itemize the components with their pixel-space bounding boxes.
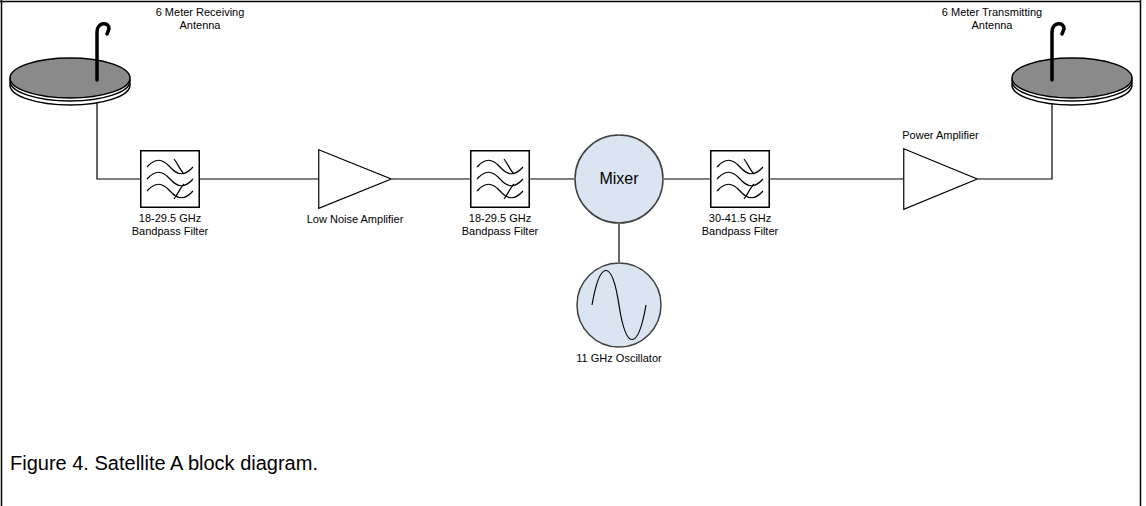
filter-symbol xyxy=(470,150,530,208)
dish-surface xyxy=(1012,58,1132,98)
sine-wave xyxy=(592,271,646,340)
filter-wave xyxy=(717,184,763,198)
amp-symbol xyxy=(318,149,392,209)
filter-stroke xyxy=(744,159,754,174)
filter-stroke xyxy=(504,159,514,174)
signal-line xyxy=(664,178,710,179)
signal-line xyxy=(530,178,574,179)
dish-symbol xyxy=(1010,18,1135,106)
signal-line xyxy=(392,178,470,179)
filter-stroke xyxy=(174,159,184,174)
figure-caption: Figure 4. Satellite A block diagram. xyxy=(10,452,318,475)
filter-wave xyxy=(477,160,523,174)
filter-symbol xyxy=(710,150,770,208)
filter-box xyxy=(711,151,770,208)
low-noise-amplifier: Low Noise Amplifier xyxy=(318,149,392,209)
filter-wave xyxy=(477,184,523,198)
amp-symbol xyxy=(903,148,978,210)
filter-wave xyxy=(717,160,763,174)
filter-stroke xyxy=(174,184,184,199)
antenna-feed xyxy=(1052,24,1064,80)
node-label: Mixer xyxy=(574,170,664,188)
filter-wave xyxy=(717,172,763,186)
component-label: Low Noise Amplifier xyxy=(285,213,425,226)
transmitting-antenna: 6 Meter Transmitting Antenna xyxy=(1010,18,1135,106)
frame-line xyxy=(1,0,3,506)
signal-line xyxy=(770,178,903,179)
bandpass-filter: 18-29.5 GHz Bandpass Filter xyxy=(140,150,200,208)
amplifier-triangle xyxy=(904,149,978,210)
frame-line xyxy=(1140,0,1142,506)
filter-box xyxy=(141,151,200,208)
mixer-circle: Mixer xyxy=(574,134,664,224)
component-label: 6 Meter Receiving Antenna xyxy=(150,6,250,31)
component-label: 18-29.5 GHz Bandpass Filter xyxy=(454,212,546,237)
signal-line xyxy=(618,224,619,262)
component-label: 18-29.5 GHz Bandpass Filter xyxy=(124,212,216,237)
filter-wave xyxy=(477,172,523,186)
bandpass-filter: 30-41.5 GHz Bandpass Filter xyxy=(710,150,770,208)
filter-wave xyxy=(147,184,193,198)
receiving-antenna: 6 Meter Receiving Antenna xyxy=(8,18,133,106)
filter-symbol xyxy=(140,150,200,208)
oscillator-circle xyxy=(577,263,661,347)
component-label: Power Amplifier xyxy=(876,129,1006,142)
dish-symbol xyxy=(8,18,133,106)
component-label: 11 GHz Oscillator xyxy=(549,352,689,365)
amplifier-triangle xyxy=(319,150,392,209)
filter-stroke xyxy=(504,184,514,199)
dish-surface xyxy=(10,58,130,98)
filter-box xyxy=(471,151,530,208)
oscillator-circle: 11 GHz Oscillator xyxy=(576,262,662,348)
component-label: 30-41.5 GHz Bandpass Filter xyxy=(694,212,786,237)
frame-line xyxy=(0,1,1141,3)
bandpass-filter: 18-29.5 GHz Bandpass Filter xyxy=(470,150,530,208)
antenna-feed xyxy=(97,24,109,80)
signal-line xyxy=(97,100,140,179)
filter-wave xyxy=(147,172,193,186)
power-amplifier: Power Amplifier xyxy=(903,148,978,210)
signal-line xyxy=(200,178,318,179)
osc-symbol xyxy=(576,262,662,348)
component-label: 6 Meter Transmitting Antenna xyxy=(940,6,1044,31)
filter-wave xyxy=(147,160,193,174)
mixer-circle xyxy=(575,135,663,223)
filter-stroke xyxy=(744,184,754,199)
signal-line xyxy=(978,100,1052,179)
